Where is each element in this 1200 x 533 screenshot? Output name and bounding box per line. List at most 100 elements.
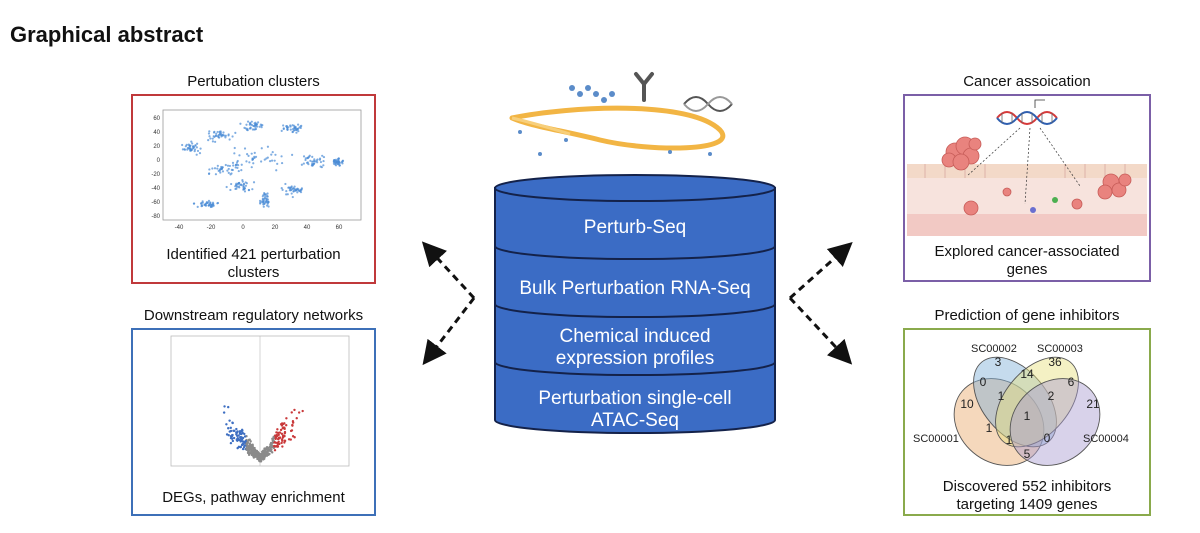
tsne-dot xyxy=(221,134,224,137)
volcano-dot xyxy=(227,427,230,430)
tsne-dot xyxy=(253,125,256,128)
tsne-dot xyxy=(285,193,288,196)
tsne-dot xyxy=(287,126,290,129)
tsne-dot xyxy=(246,120,250,123)
tsne-dot xyxy=(318,157,322,160)
tsne-dot xyxy=(216,130,219,134)
tsne-dot xyxy=(214,140,217,143)
tsne-dot xyxy=(199,147,202,150)
volcano-dot xyxy=(301,409,304,413)
page-title: Graphical abstract xyxy=(10,22,204,47)
tsne-dot xyxy=(211,203,214,206)
tsne-dot xyxy=(251,157,254,160)
tsne-y-tick: -20 xyxy=(151,172,160,178)
cancer-panel: Explored cancer-associated genes xyxy=(903,94,1151,282)
volcano-dot xyxy=(246,451,250,455)
tsne-dot xyxy=(306,156,309,160)
cancer-illustration xyxy=(907,99,1147,236)
tsne-dot xyxy=(238,181,241,185)
tsne-dot xyxy=(196,142,199,145)
tsne-dot xyxy=(193,148,197,151)
tsne-dot xyxy=(203,203,206,207)
networks-panel: DEGs, pathway enrichment xyxy=(131,328,376,516)
tsne-dot xyxy=(254,127,258,131)
tsne-dot xyxy=(337,161,340,164)
tsne-dot xyxy=(316,161,319,164)
tsne-dot xyxy=(292,129,295,132)
tsne-dot xyxy=(284,182,287,186)
volcano-dot xyxy=(291,420,295,423)
molecule-ribbon-icon xyxy=(509,105,726,151)
volcano-dot xyxy=(237,434,240,437)
tsne-dot xyxy=(260,147,263,150)
volcano-dot xyxy=(278,431,282,434)
tsne-dot xyxy=(245,123,248,126)
tsne-dot xyxy=(211,167,214,170)
volcano-dot xyxy=(246,440,249,443)
tsne-dot xyxy=(252,181,256,184)
venn-count: 1 xyxy=(998,389,1005,403)
tsne-dot xyxy=(231,168,234,172)
tsne-dot xyxy=(207,204,210,207)
tsne-dot xyxy=(309,159,312,162)
tsne-dot xyxy=(191,145,195,148)
tsne-dot xyxy=(211,137,214,140)
arrow-to-inhibitors xyxy=(788,296,853,365)
volcano-dot xyxy=(242,446,246,449)
volcano-dot xyxy=(257,452,261,456)
tsne-dot xyxy=(300,163,303,166)
volcano-dot xyxy=(271,451,274,454)
volcano-dot xyxy=(281,439,284,442)
layer-atac-line2: ATAC-Seq xyxy=(591,410,679,431)
venn-diagram: SC00002 SC00003 SC00001 SC00004 3 36 14 … xyxy=(913,343,1129,466)
venn-count: 1 xyxy=(1006,433,1013,447)
tsne-dot xyxy=(214,173,218,176)
tsne-y-tick: -60 xyxy=(151,200,160,206)
volcano-dot xyxy=(271,439,275,443)
tsne-dot xyxy=(181,148,185,151)
tsne-dot xyxy=(286,128,289,131)
tsne-dot xyxy=(254,123,257,126)
tsne-dot xyxy=(225,185,228,189)
tsne-dot xyxy=(238,154,241,157)
venn-count: 2 xyxy=(1048,389,1055,403)
volcano-dot xyxy=(290,411,293,414)
tsne-dot xyxy=(216,135,219,138)
tsne-dot xyxy=(247,154,250,158)
volcano-dot xyxy=(241,447,245,451)
tsne-dot xyxy=(243,126,246,129)
arrow-to-networks xyxy=(422,297,476,366)
volcano-dot xyxy=(281,434,285,438)
tsne-dot xyxy=(228,138,231,141)
center-graphic: Perturb-Seq Bulk Perturbation RNA-Seq Ch… xyxy=(494,72,776,434)
tsne-dot xyxy=(230,182,233,186)
tsne-dot xyxy=(209,201,212,204)
clusters-desc-line1: Identified 421 perturbation xyxy=(166,246,341,263)
tsne-dot xyxy=(296,127,300,130)
tsne-dot xyxy=(297,188,300,191)
tsne-dot xyxy=(193,150,196,153)
arrow-to-cancer xyxy=(789,242,853,300)
tsne-dot xyxy=(201,201,204,204)
tsne-y-tick: 40 xyxy=(153,130,160,136)
volcano-dot xyxy=(275,431,278,434)
tsne-dot xyxy=(256,121,260,124)
venn-label-sc00001: SC00001 xyxy=(913,433,959,445)
tsne-dot xyxy=(184,145,187,148)
volcano-dot xyxy=(247,453,251,457)
tsne-dot xyxy=(253,151,256,154)
tsne-dot xyxy=(224,134,227,137)
tsne-dot xyxy=(234,187,237,191)
volcano-dot xyxy=(285,423,288,427)
tsne-dot xyxy=(188,147,192,150)
volcano-dot xyxy=(281,445,284,448)
clusters-caption: Pertubation clusters xyxy=(187,73,320,90)
tsne-dot xyxy=(300,187,304,190)
volcano-dot xyxy=(232,436,236,440)
tsne-dot xyxy=(295,131,298,134)
tsne-dot xyxy=(262,193,265,197)
volcano-dot xyxy=(274,436,278,440)
tsne-dot xyxy=(319,165,322,168)
